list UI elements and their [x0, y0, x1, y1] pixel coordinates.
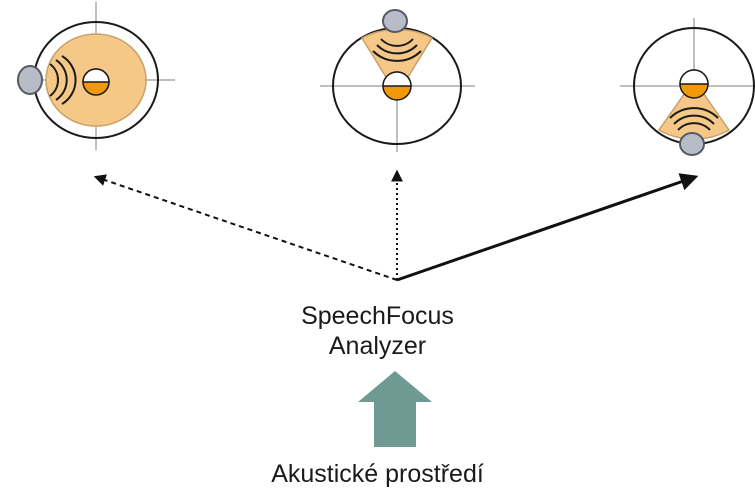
speaker-icon	[17, 65, 43, 95]
analyzer-label-line1: SpeechFocus	[301, 302, 454, 330]
analyzer-label: SpeechFocus Analyzer	[0, 301, 755, 361]
listener-icon	[82, 68, 110, 96]
sound-waves	[372, 38, 422, 62]
listener-icon	[679, 69, 709, 99]
sound-waves	[49, 55, 77, 105]
listener-icon	[382, 71, 412, 101]
arrow-to-surround	[93, 174, 398, 281]
speaker-icon	[679, 132, 705, 156]
surround-focus-diagram	[17, 2, 175, 150]
arrow-to-back	[396, 173, 699, 282]
front-focus-diagram	[320, 9, 475, 152]
analyzer-label-line2: Analyzer	[328, 332, 427, 360]
sound-waves	[669, 107, 719, 131]
back-focus-diagram	[620, 18, 755, 156]
speaker-icon	[382, 9, 408, 33]
input-arrow	[358, 371, 432, 447]
environment-label: Akustické prostředí	[271, 460, 484, 488]
